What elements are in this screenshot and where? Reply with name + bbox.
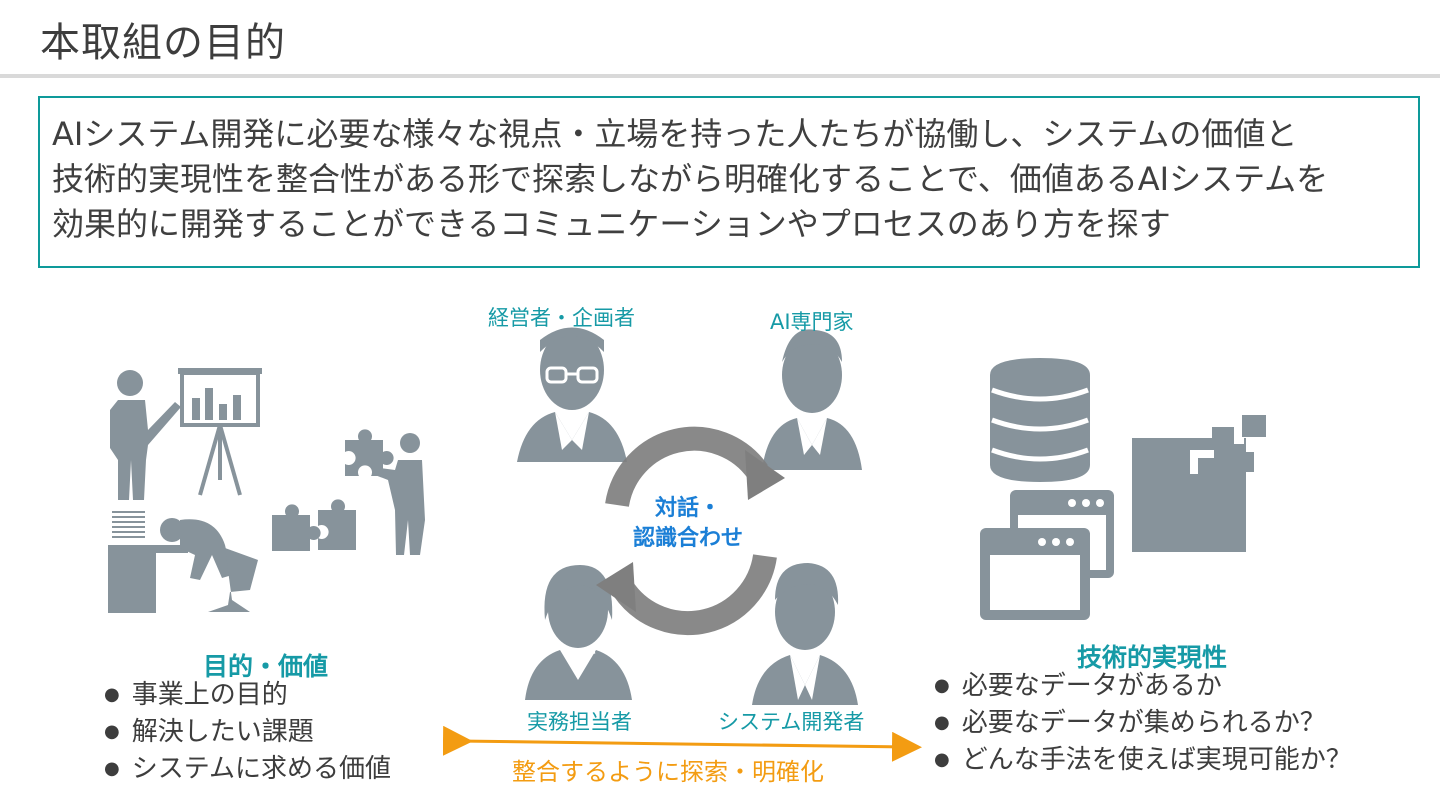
worker-at-desk-icon xyxy=(108,511,258,613)
database-icon xyxy=(990,358,1090,482)
purpose-line: AIシステム開発に必要な様々な視点・立場を持った人たちが協働し、システムの価値と xyxy=(52,115,1298,153)
title-divider xyxy=(0,74,1440,78)
list-item: システムに求める価値 xyxy=(104,752,391,789)
role-label-ai-expert: AI専門家 xyxy=(770,310,854,334)
list-item: 事業上の目的 xyxy=(104,678,391,715)
left-list: 事業上の目的 解決したい課題 システムに求める価値 xyxy=(104,678,391,789)
browser-window-icon xyxy=(980,490,1114,620)
dialogue-cycle-arrows xyxy=(605,426,777,636)
list-item: 必要なデータが集められるか？ xyxy=(934,706,1352,743)
cycle-label-line: 認識合わせ xyxy=(632,526,743,551)
cycle-label: 対話・ 認識合わせ xyxy=(618,494,758,554)
document-icon xyxy=(1132,415,1266,552)
list-item: どんな手法を使えば実現可能か？ xyxy=(934,743,1352,780)
purpose-line: 技術的実現性を整合性がある形で探索しながら明確化することで、価値あるAIシステム… xyxy=(52,160,1329,198)
purpose-box: AIシステム開発に必要な様々な視点・立場を持った人たちが協働し、システムの価値と… xyxy=(38,96,1420,268)
cycle-label-line: 対話・ xyxy=(654,496,721,521)
ai-expert-avatar-icon xyxy=(762,329,862,470)
puzzle-person-icon xyxy=(272,429,425,555)
role-label-executive: 経営者・企画者 xyxy=(488,306,635,330)
purpose-line: 効果的に開発することができるコミュニケーションやプロセスのあり方を探す xyxy=(52,205,1171,243)
cycle-arrow-heads xyxy=(596,450,785,612)
alignment-double-arrow xyxy=(442,725,922,762)
role-label-developer: システム開発者 xyxy=(718,710,865,734)
role-label-practitioner: 実務担当者 xyxy=(527,710,632,734)
list-item: 解決したい課題 xyxy=(104,715,391,752)
alignment-label: 整合するように探索・明確化 xyxy=(512,758,824,786)
developer-avatar-icon xyxy=(752,563,858,705)
list-item: 必要なデータがあるか xyxy=(934,669,1352,706)
left-heading: 目的・価値 xyxy=(203,652,329,681)
executive-avatar-icon xyxy=(517,327,627,462)
presenter-icon xyxy=(110,368,262,500)
page-title: 本取組の目的 xyxy=(40,20,286,66)
right-heading: 技術的実現性 xyxy=(1077,643,1228,672)
right-list: 必要なデータがあるか 必要なデータが集められるか？ どんな手法を使えば実現可能か… xyxy=(934,669,1352,780)
practitioner-avatar-icon xyxy=(525,565,632,700)
